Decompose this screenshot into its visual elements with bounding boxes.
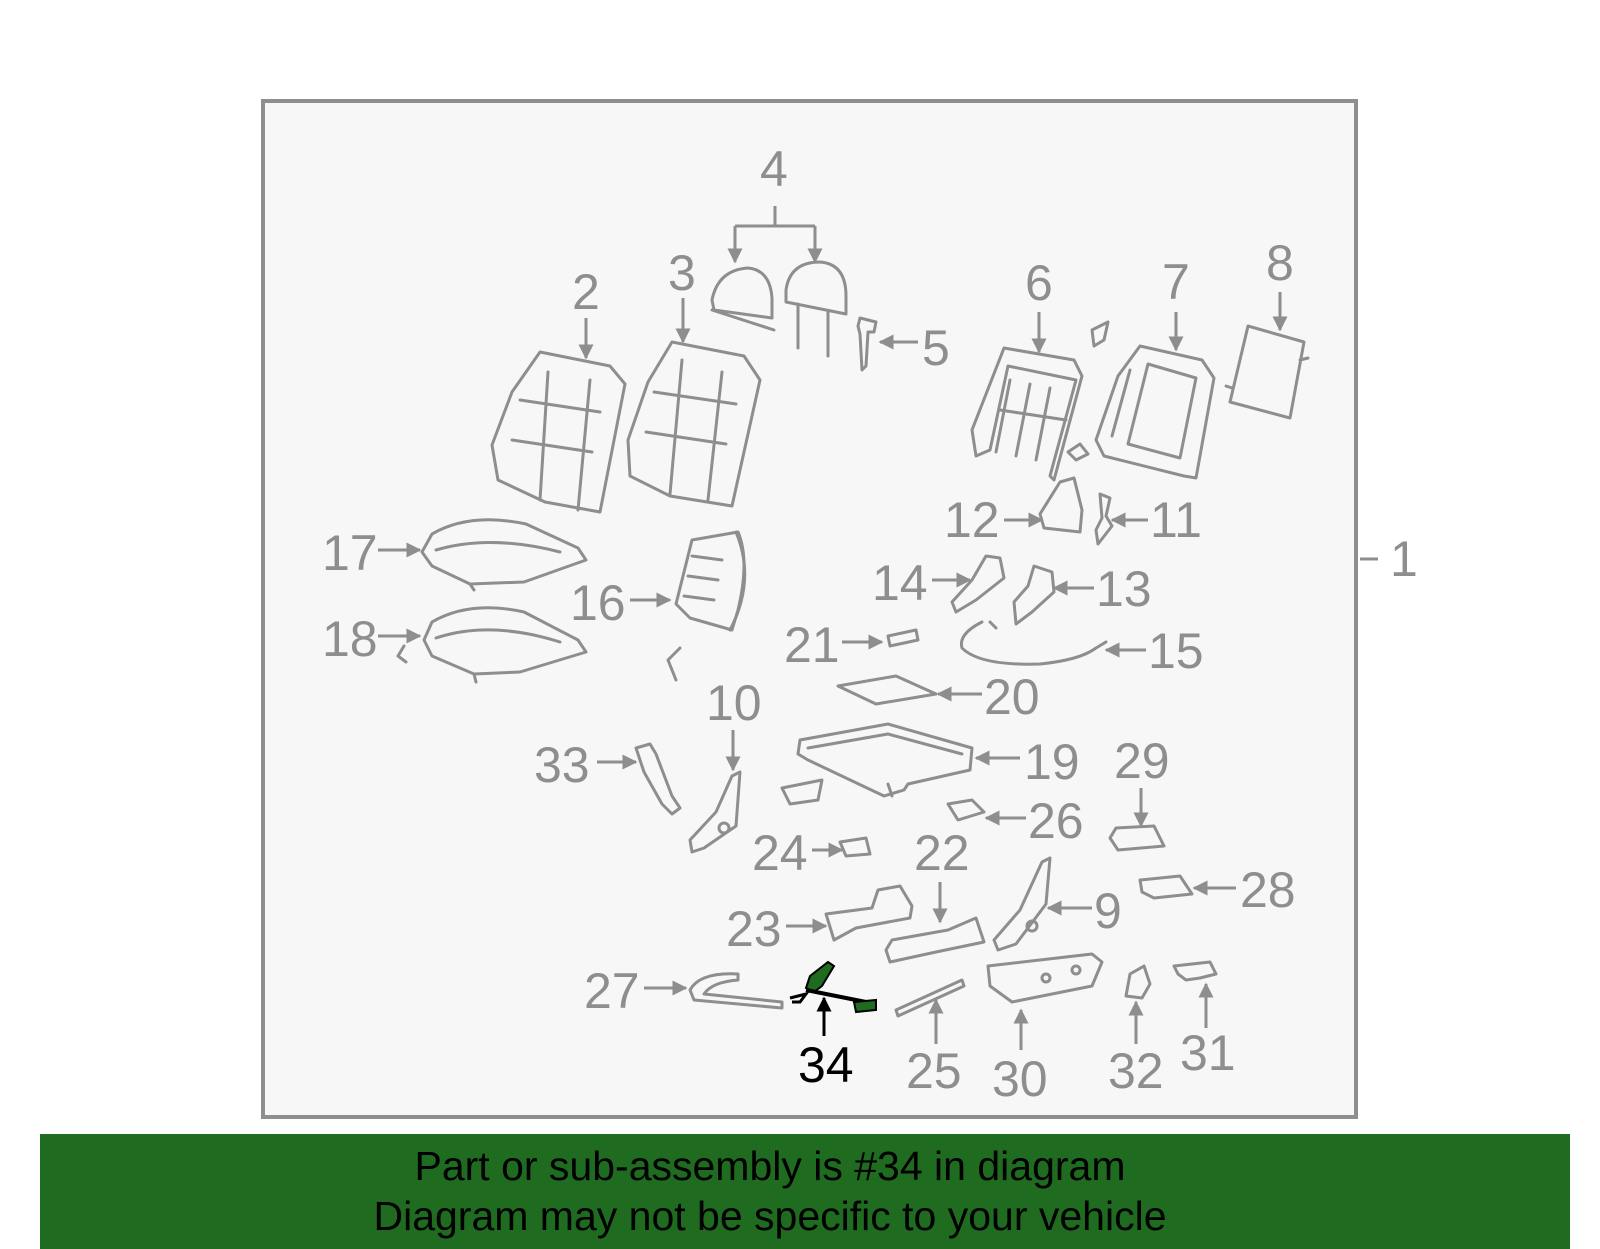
callout-17: 17 <box>322 525 378 581</box>
callout-3: 3 <box>668 245 696 301</box>
leader-lines <box>378 206 1288 1050</box>
callout-16: 16 <box>570 575 626 631</box>
callout-15: 15 <box>1148 623 1204 679</box>
banner-disclaimer: Diagram may not be specific to your vehi… <box>373 1193 1167 1239</box>
callout-29: 29 <box>1114 733 1170 789</box>
callout-27: 27 <box>584 963 640 1019</box>
strip-25 <box>894 978 966 1018</box>
seat-back-panel-7 <box>1094 344 1216 480</box>
callout-4: 4 <box>760 141 788 197</box>
knob-32 <box>1124 964 1152 1000</box>
info-banner: Part or sub-assembly is #34 in diagram D… <box>40 1134 1570 1249</box>
tube-27 <box>688 972 784 1010</box>
callout-8: 8 <box>1266 235 1294 291</box>
callout-22: 22 <box>914 825 970 881</box>
diagram-frame <box>261 99 1358 1119</box>
callout-26: 26 <box>1028 793 1084 849</box>
callout-1: 1 <box>1390 531 1418 587</box>
callout-18: 18 <box>322 611 378 667</box>
callout-23: 23 <box>726 901 782 957</box>
callout-24: 24 <box>752 825 808 881</box>
clip-24 <box>838 836 872 858</box>
cover-28 <box>1138 874 1194 900</box>
seat-cushion-18 <box>396 606 588 684</box>
callout-31: 31 <box>1180 1025 1236 1081</box>
side-shield-30 <box>986 952 1104 1004</box>
callout-32: 32 <box>1108 1043 1164 1099</box>
small-clip <box>1090 320 1110 348</box>
seat-back-cover-3 <box>626 340 762 508</box>
callout-11: 11 <box>1150 492 1202 548</box>
callout-2: 2 <box>572 264 600 320</box>
seat-back-frame-6 <box>970 346 1084 482</box>
headrest-left <box>710 266 776 332</box>
trim-10 <box>688 770 742 854</box>
callout-9: 9 <box>1094 883 1122 939</box>
seat-pan-19 <box>796 722 974 798</box>
rail-22 <box>884 916 986 964</box>
clip-26 <box>946 798 986 822</box>
callout-labels: 1 2 3 4 5 6 7 8 9 10 11 12 13 14 15 16 1… <box>322 141 1418 1107</box>
headrest-right <box>784 260 848 358</box>
bracket-13 <box>1012 564 1056 626</box>
callout-20: 20 <box>984 669 1040 725</box>
banner-part-note: Part or sub-assembly is #34 in diagram <box>414 1143 1126 1189</box>
callout-10: 10 <box>706 675 762 731</box>
headrest-guide-5 <box>856 316 878 372</box>
highlighted-part-34[interactable] <box>789 960 877 1014</box>
seat-back-cover-2 <box>490 350 627 514</box>
rail-23 <box>824 884 914 942</box>
callout-7: 7 <box>1162 254 1190 310</box>
cable-15 <box>959 620 1108 666</box>
callout-14: 14 <box>872 555 928 611</box>
small-plug <box>1066 442 1090 462</box>
callout-6: 6 <box>1025 255 1053 311</box>
pad-21 <box>886 628 920 648</box>
seat-cushion-17 <box>420 518 588 592</box>
bracket-9 <box>992 856 1052 952</box>
callout-5: 5 <box>922 320 950 376</box>
callout-30: 30 <box>992 1051 1048 1107</box>
pad-20 <box>836 674 938 706</box>
cap-31 <box>1172 960 1218 982</box>
callout-19: 19 <box>1024 734 1080 790</box>
callout-21: 21 <box>784 617 840 673</box>
bracket-11 <box>1094 492 1114 546</box>
lumbar-16 <box>666 530 747 682</box>
callout-34[interactable]: 34 <box>798 1037 854 1093</box>
callout-33: 33 <box>534 737 590 793</box>
callout-13: 13 <box>1096 561 1152 617</box>
callout-28: 28 <box>1240 862 1296 918</box>
trim-33 <box>634 742 682 816</box>
callout-25: 25 <box>906 1043 962 1099</box>
callout-12: 12 <box>944 492 1000 548</box>
bracket-under-pan <box>780 778 824 806</box>
back-board-8 <box>1224 324 1310 420</box>
